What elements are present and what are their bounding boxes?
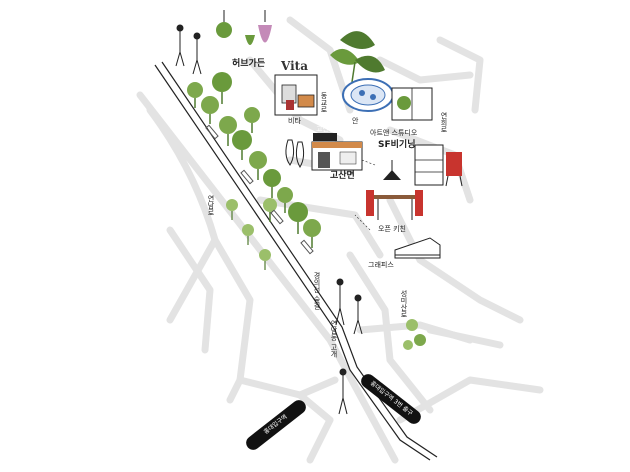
tree: [201, 96, 219, 124]
park-trees: [187, 72, 321, 270]
monstera-plant: [330, 31, 385, 83]
person-figure: [353, 294, 363, 335]
tree: [303, 219, 321, 248]
window-plant: [391, 87, 433, 121]
label-herb-garden: 허브가든: [232, 59, 266, 69]
tree: [259, 249, 271, 270]
shrub: [403, 319, 426, 350]
hanging-plant-pot: [216, 22, 232, 38]
road-top-3: [376, 56, 474, 84]
shoe: [394, 237, 441, 259]
park-benches: [205, 124, 314, 255]
label-vita-sign: Vita: [281, 59, 308, 73]
leader-lines: [354, 159, 376, 231]
blue-plate: [342, 78, 394, 112]
tree: [219, 116, 237, 146]
rail-line-1: [154, 64, 431, 461]
railway: [154, 61, 438, 461]
label-shop-sign: 고산면: [316, 125, 336, 133]
label-gosanmyeon: 고산면: [330, 171, 355, 181]
road-lower-right: [356, 321, 474, 344]
tree: [242, 224, 254, 245]
pedestrians-lower: [335, 278, 363, 415]
tree: [244, 107, 260, 133]
label-kitchen: 오픈 키친: [378, 225, 406, 233]
vita-shop-illustration: [274, 74, 318, 116]
person-figure: [338, 368, 348, 415]
rail-line-2: [161, 61, 438, 458]
road-top-right: [436, 36, 484, 114]
chair-red: [366, 190, 374, 216]
label-graphis: 그래피스: [368, 261, 394, 269]
tree: [277, 187, 293, 213]
tree: [232, 130, 252, 160]
road-left-2: [166, 226, 214, 354]
road-bottom-mid: [296, 391, 334, 464]
road-right-3: [346, 251, 434, 414]
hanging-plant-flowers: [258, 25, 272, 43]
bench: [205, 124, 219, 140]
dining-table: [366, 190, 423, 220]
tree: [226, 199, 238, 220]
bench: [270, 209, 284, 225]
label-street-d: 경의선 숲길: [313, 272, 321, 310]
person-figure: [335, 278, 345, 326]
label-street-e: 연남동 고개: [330, 320, 338, 358]
tree: [212, 72, 232, 104]
label-street-b: 동교로: [320, 92, 328, 113]
chair-red: [415, 190, 423, 216]
label-street-a: 연남로: [207, 195, 215, 216]
label-sf: SF비기닝: [378, 140, 416, 150]
tree: [263, 169, 281, 198]
tree: [288, 202, 308, 234]
bench: [240, 169, 254, 185]
label-an: 안: [352, 117, 359, 125]
bench: [300, 239, 314, 255]
label-street-f: 성미산로: [400, 290, 408, 318]
hanging-plants: [216, 10, 272, 45]
pedestrians-top: [175, 24, 202, 75]
road-main-diagonal: [136, 91, 399, 464]
red-menu-sign: [445, 152, 463, 187]
label-street-c: 연희로: [440, 112, 448, 133]
label-vita: 비타: [288, 117, 301, 125]
road-right-upper: [386, 196, 524, 324]
road-left-3: [166, 236, 219, 324]
road-bottom-left: [236, 376, 339, 399]
tree: [187, 82, 203, 108]
person-figure: [192, 32, 202, 75]
kitchen-counter: [414, 144, 444, 186]
person-figure: [175, 24, 185, 67]
tree: [263, 198, 277, 222]
tree: [249, 151, 267, 180]
label-studio: 아트앤 스튜디오: [370, 129, 418, 137]
sandals: [285, 139, 305, 168]
pendant-lamp: [383, 160, 401, 180]
gosanmyeon-shop: [311, 133, 363, 171]
road-left-1: [146, 106, 254, 404]
